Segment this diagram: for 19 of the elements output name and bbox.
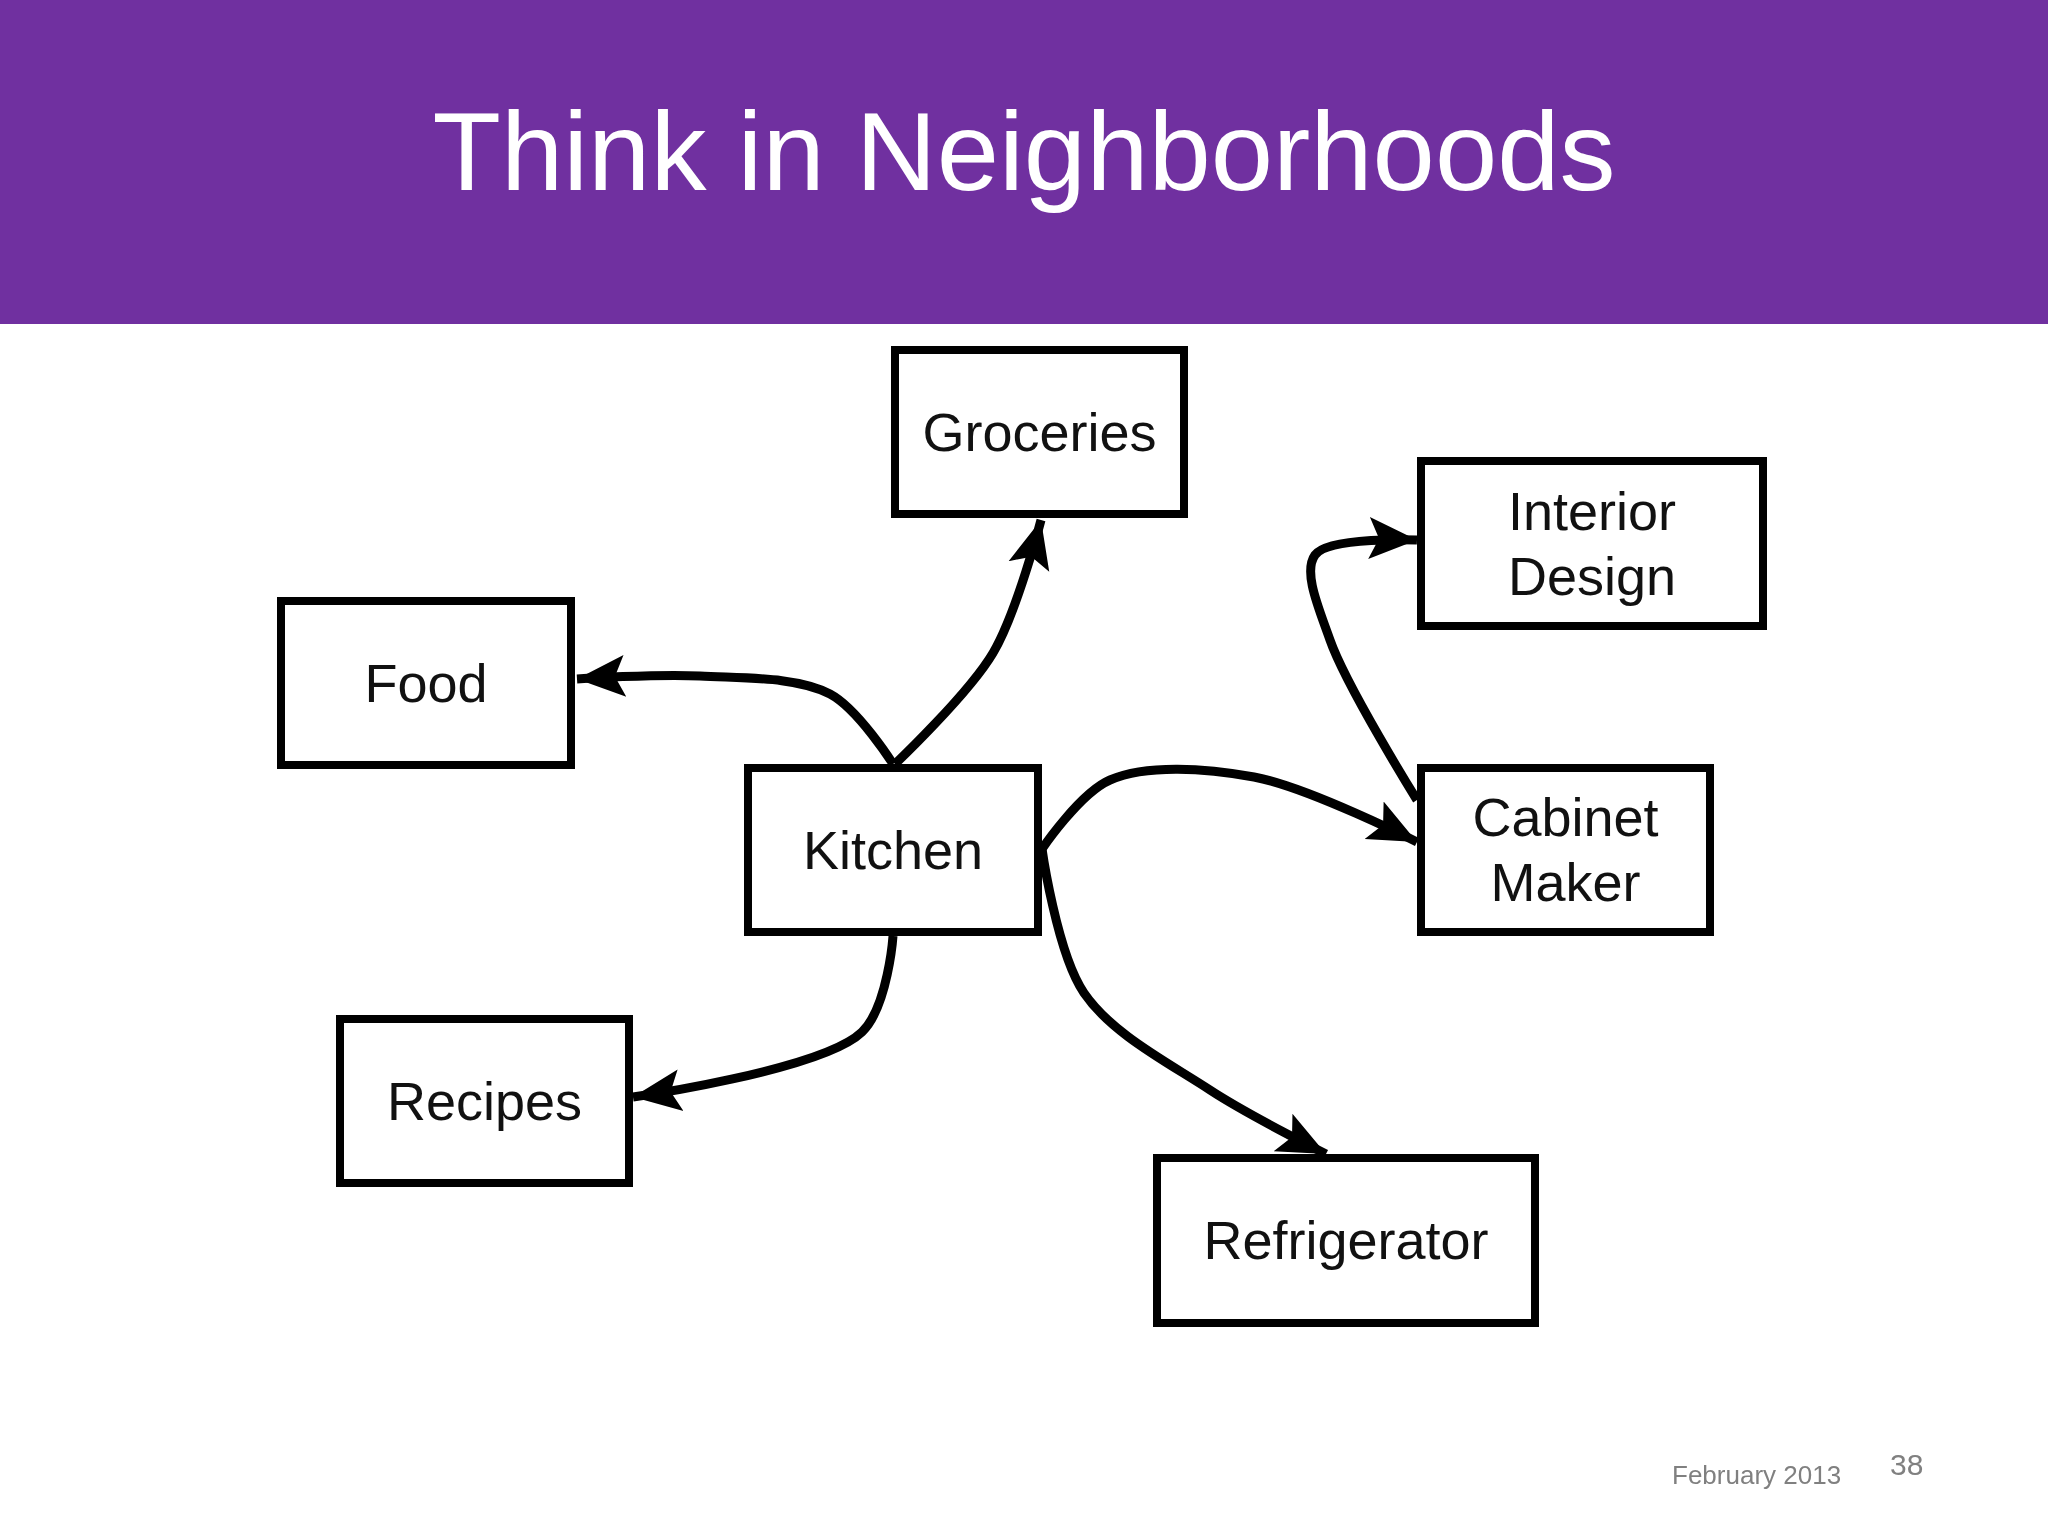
topic-box <box>891 346 1188 518</box>
topic-label: Food <box>364 651 488 715</box>
page-number: 38 <box>1890 1448 1924 1482</box>
topic-label: Kitchen <box>802 818 984 882</box>
topic-label: Refrigerator <box>1203 1209 1489 1273</box>
topic-box <box>1417 457 1767 630</box>
footer-date: February 2013 <box>1672 1460 1842 1491</box>
topic-label: Interior Design <box>1506 479 1678 608</box>
arrow <box>576 655 897 767</box>
title: Think in Neighborhoods <box>431 90 1617 214</box>
topic-label: Cabinet Maker <box>1471 786 1660 914</box>
topic-box <box>1153 1154 1539 1327</box>
topic-box <box>744 764 1042 936</box>
topic-box <box>336 1015 633 1187</box>
topic-label: Recipes <box>386 1069 583 1133</box>
topic-box <box>277 597 575 769</box>
topic-label: Groceries <box>922 400 1157 464</box>
topic-box <box>1417 764 1714 936</box>
arrow <box>632 935 898 1111</box>
